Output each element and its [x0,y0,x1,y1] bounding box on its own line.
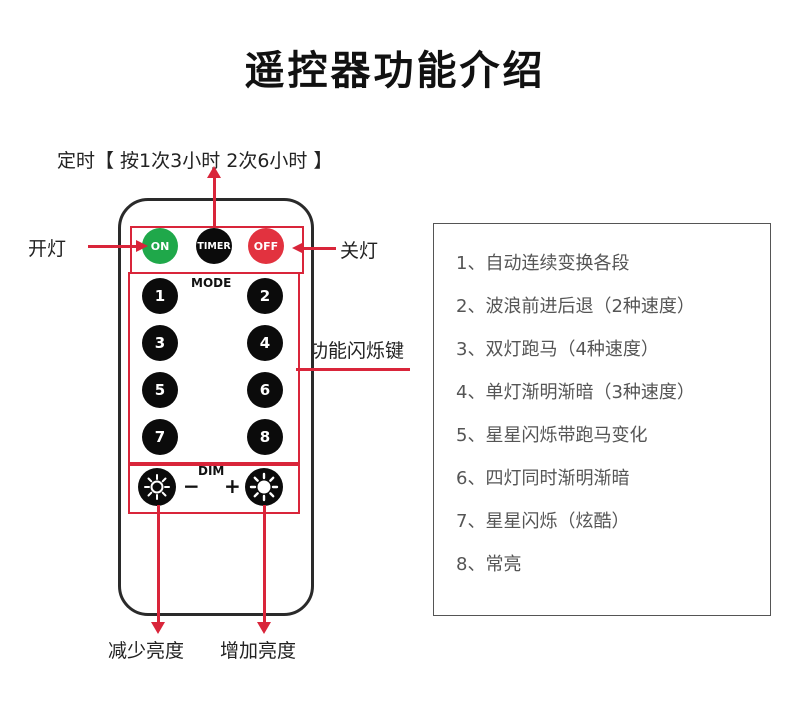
on-pointer-line [88,245,142,248]
function-list: 1、自动连续变换各段 2、波浪前进后退（2种速度） 3、双灯跑马（4种速度） 4… [434,224,770,586]
function-item: 3、双灯跑马（4种速度） [456,339,659,360]
off-pointer-line [296,247,336,250]
mode-button-6[interactable]: 6 [247,372,283,408]
dim-minus-pointer-line [157,505,160,629]
mode-button-7[interactable]: 7 [142,419,178,455]
dim-plus-sign: + [224,474,241,498]
function-list-box: 1、自动连续变换各段 2、波浪前进后退（2种速度） 3、双灯跑马（4种速度） 4… [433,223,771,616]
function-item: 6、四灯同时渐明渐暗 [456,468,630,489]
mode-button-1[interactable]: 1 [142,278,178,314]
function-item: 5、星星闪烁带跑马变化 [456,425,648,446]
remote-control [118,198,314,616]
dim-plus-pointer-arrow [257,622,271,634]
modes-callout: 功能闪烁键 [309,340,405,362]
dim-minus-sign: − [183,474,200,498]
modes-pointer-line [296,368,410,371]
off-pointer-arrow [292,242,304,254]
dim-minus-pointer-arrow [151,622,165,634]
dim-down-button[interactable] [138,468,176,506]
off-callout: 关灯 [340,240,379,262]
dim-label: DIM [198,464,225,478]
function-item: 1、自动连续变换各段 [456,253,630,274]
mode-button-3[interactable]: 3 [142,325,178,361]
mode-button-5[interactable]: 5 [142,372,178,408]
function-item: 8、常亮 [456,554,522,575]
timer-button[interactable]: TIMER [196,228,232,264]
on-pointer-arrow [136,240,148,252]
dim-buttons-frame [128,462,300,514]
mode-button-4[interactable]: 4 [247,325,283,361]
mode-button-2[interactable]: 2 [247,278,283,314]
dim-minus-callout: 减少亮度 [108,640,185,662]
dim-plus-pointer-line [263,505,266,629]
off-button[interactable]: OFF [248,228,284,264]
page-title: 遥控器功能介绍 [244,48,546,94]
mode-button-8[interactable]: 8 [247,419,283,455]
function-item: 7、星星闪烁（炫酷） [456,511,630,532]
on-callout: 开灯 [28,238,67,260]
sun-dim-icon [144,474,170,500]
timer-pointer-arrow [207,166,221,178]
timer-callout: 定时【 按1次3小时 2次6小时 】 [57,150,333,172]
on-button[interactable]: ON [142,228,178,264]
dim-up-button[interactable] [245,468,283,506]
function-item: 4、单灯渐明渐暗（3种速度） [456,382,695,403]
mode-label: MODE [191,276,232,290]
sun-bright-icon [249,472,279,502]
function-item: 2、波浪前进后退（2种速度） [456,296,695,317]
dim-plus-callout: 增加亮度 [220,640,297,662]
timer-pointer-line [213,170,216,226]
